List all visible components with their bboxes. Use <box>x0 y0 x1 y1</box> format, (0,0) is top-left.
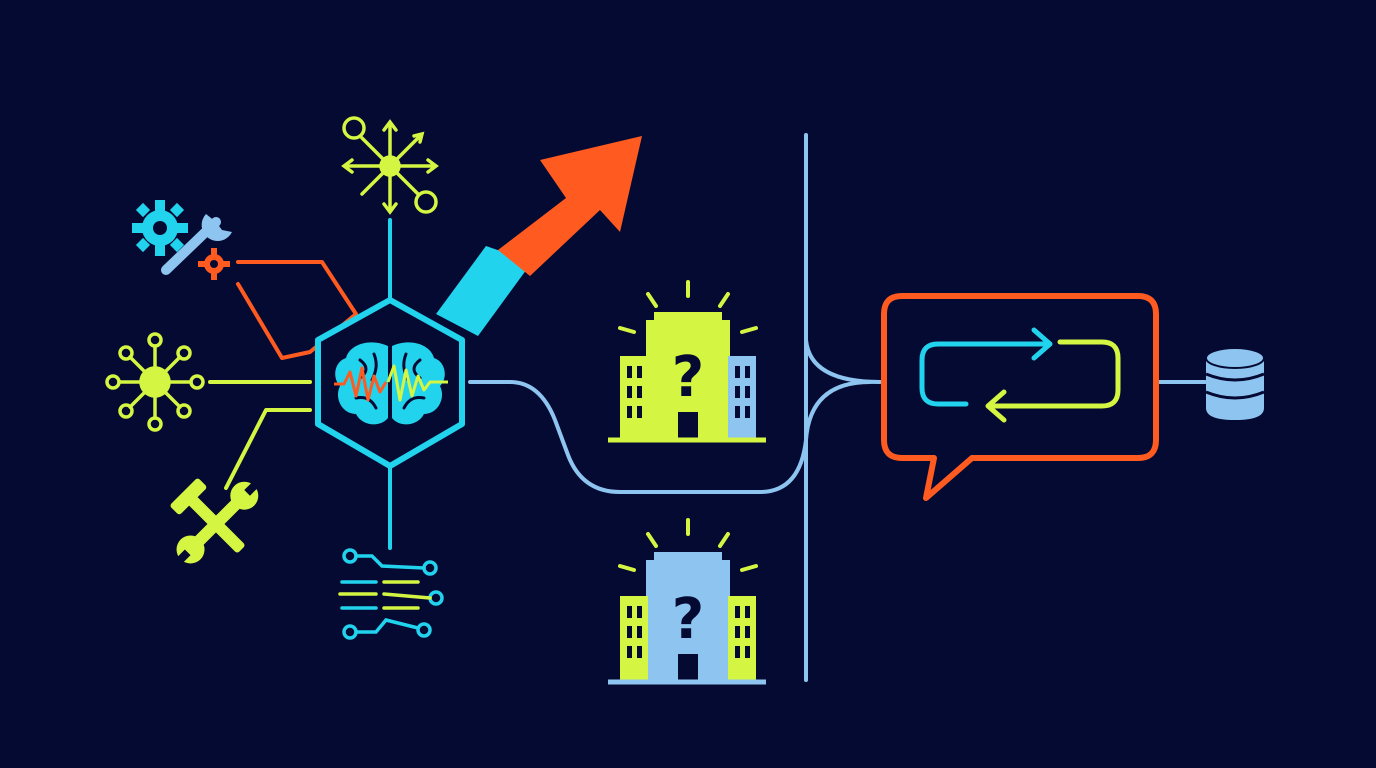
hexagon-outline <box>315 297 465 469</box>
wrench-icon <box>161 214 232 275</box>
glow-rays-2 <box>618 518 758 572</box>
gear-icon-cyan <box>132 200 188 256</box>
network-burst-icon <box>341 116 439 215</box>
sync-arrows-icon <box>919 327 1121 423</box>
hub-icon <box>105 332 205 432</box>
arrow-tail <box>436 246 532 336</box>
brain-icon <box>334 342 448 425</box>
connector-flow <box>468 380 872 494</box>
circuit-icon <box>338 548 444 640</box>
gear-wrench-icon <box>132 200 232 280</box>
connector-divider-upper <box>804 338 882 384</box>
building-question-icon-1: ? <box>608 280 766 443</box>
signal-wave-lime <box>386 364 448 402</box>
database-icon <box>1205 347 1265 420</box>
glow-rays-1 <box>618 280 758 334</box>
building-question-icon-2: ? <box>608 518 766 685</box>
building-question-mark-2: ? <box>672 587 704 652</box>
chat-bubble-outline <box>881 293 1159 501</box>
signal-wave-orange <box>334 366 388 402</box>
brain-hexagon <box>315 297 465 469</box>
connector-tools <box>224 408 312 490</box>
crossed-tools-icon <box>170 478 259 564</box>
arrow-head <box>498 136 642 276</box>
building-question-mark-1: ? <box>672 345 704 410</box>
sync-chat-icon <box>881 293 1159 501</box>
gear-icon-orange <box>198 248 230 280</box>
growth-arrow-icon <box>436 136 642 336</box>
